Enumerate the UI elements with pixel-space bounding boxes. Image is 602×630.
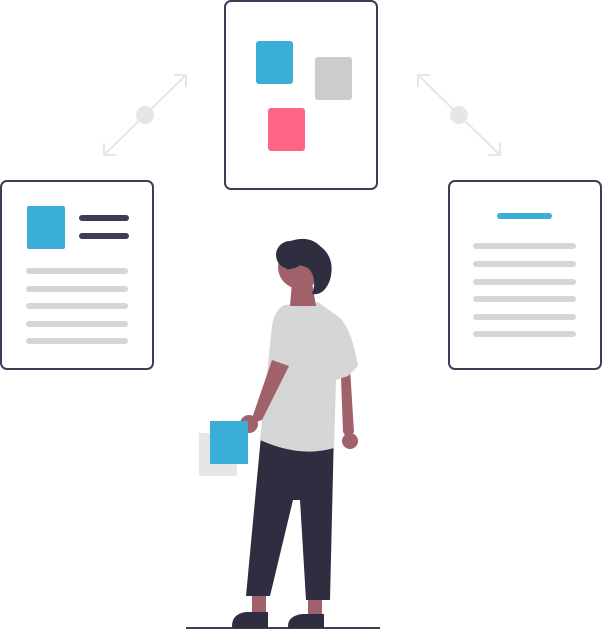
center-card <box>224 0 378 190</box>
pink-square <box>268 108 305 151</box>
diagonal-arrow-right-icon <box>417 74 501 156</box>
diagonal-arrow-left-icon <box>103 74 187 156</box>
gray-square <box>315 57 352 100</box>
held-card <box>210 421 248 464</box>
person <box>199 238 358 628</box>
left-card <box>0 180 154 370</box>
left-card-image <box>27 206 65 249</box>
blue-square <box>256 41 293 84</box>
right-card <box>448 180 602 370</box>
